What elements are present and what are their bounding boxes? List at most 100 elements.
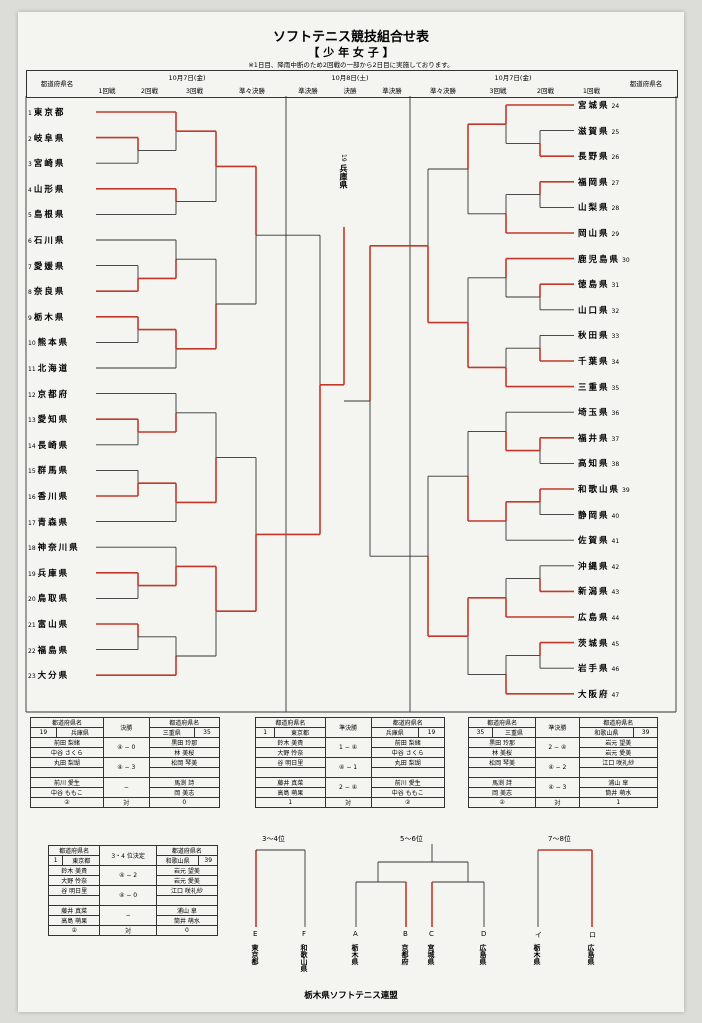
match-score: 2 − ④ [324,777,372,798]
place-team: 広島県 [479,944,487,965]
player: 鈴木 美貴 [47,865,101,876]
player [467,767,537,778]
place-team: 宮城県 [427,944,435,965]
team-num: 1 [28,110,32,117]
total: 0 [155,925,219,936]
team-name: 福岡県 [578,177,610,188]
table-team: 和歌山県 [578,727,635,738]
team-num: 37 [611,435,620,443]
place-letter: A [353,930,358,938]
team-name: 熊本県 [37,338,70,349]
team-name: 長野県 [578,152,610,163]
table-num: 35 [194,727,220,738]
team-name: 群馬県 [37,466,70,477]
team-num: 2 [28,135,32,143]
player: 岩元 望美 [578,737,659,748]
team-name: 鳥取県 [37,594,70,605]
team-name: 愛知県 [37,415,70,426]
team-name: 長崎県 [37,440,70,451]
table-num: 1 [254,727,276,738]
table-head: 都道府県名 [255,717,326,728]
place-team: 和歌山県 [300,944,308,972]
team-name: 北海道 [37,364,70,374]
place-team: 東京都 [251,944,259,965]
player [155,895,219,906]
place-letter: C [429,930,434,938]
player: 黒田 玲那 [467,737,537,748]
player [30,767,104,778]
team-num: 8 [28,289,32,297]
header-round-r4: 1回戦 [582,87,601,95]
table-team: 兵庫県 [370,727,419,738]
champion-name: 兵庫県 [339,164,348,189]
table-round: 準決勝 [324,717,372,738]
player: 丸田 梨瑚 [370,757,445,768]
team-name: 徳島県 [578,280,610,291]
place-team: 栃木県 [533,944,541,965]
team-name: 茨城県 [578,638,610,649]
team-num: 12 [28,391,36,399]
team-num: 38 [611,461,620,469]
team-num: 40 [611,512,620,520]
player: 藤井 真菜 [255,777,326,788]
team-num: 15 [28,468,36,476]
team-name: 三重県 [578,382,610,393]
total-label: 対 [324,797,372,808]
team-name: 東京都 [33,108,66,118]
player: 松岡 琴美 [467,757,537,768]
header-round-l1: 1回戦 [98,87,116,95]
place-34-label: 3〜4位 [262,835,285,843]
team-name: 宮城県 [578,101,610,111]
team-num: 6 [28,238,32,245]
total: ② [467,797,537,808]
player: 中谷 さくら [370,747,445,758]
team-name: 京都府 [37,389,70,400]
team-name: 秋田県 [578,331,610,342]
player: 高島 萌果 [255,787,326,798]
header-date-right: 10月7日(金) [494,74,532,82]
player: 岩元 望美 [155,865,219,876]
table-team: 東京都 [62,855,101,866]
table-num: 39 [198,855,218,866]
team-num: 33 [611,333,620,341]
team-name: 佐賀県 [578,536,610,547]
team-num: 27 [611,179,620,187]
player: 松岡 琴美 [148,757,221,768]
player: 谷 明日里 [47,885,101,896]
page-title: ソフトテニス競技組合せ表 [272,30,429,45]
bracket-header: 都道府県名 10月7日(金) 10月8日(土) 10月7日(金) 都道府県名 1… [26,70,678,98]
total: 1 [255,797,326,808]
player: 前川 愛生 [30,777,104,788]
team-num: 24 [611,103,620,110]
table-team: 三重県 [491,727,537,738]
team-num: 34 [611,359,620,366]
header-date-center: 10月8日(土) [331,74,369,82]
match-score: − [102,777,150,798]
header-round-l3: 3回戦 [185,87,204,95]
team-name: 広島県 [578,613,610,623]
team-num: 10 [28,340,36,348]
table-round: 決勝 [102,717,150,738]
team-num: 17 [28,519,36,527]
table-num: 19 [30,727,57,738]
bracket-lines [25,96,677,927]
match-score: ④ − 2 [99,865,157,886]
team-num: 18 [28,545,36,553]
total: ② [370,797,445,808]
team-num: 43 [611,589,620,597]
table-num: 1 [47,855,64,866]
